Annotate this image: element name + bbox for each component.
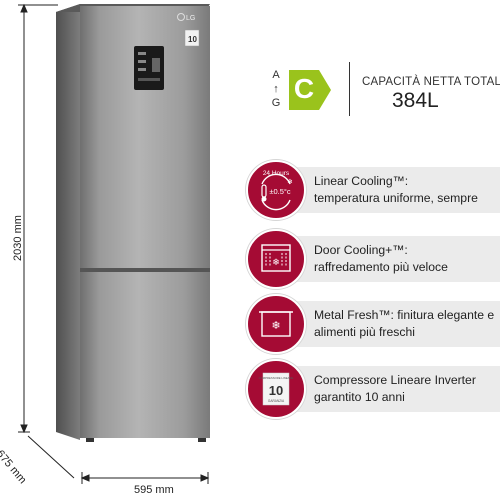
- feature-metal-fresh: ❄ Metal Fresh™: finitura elegante e alim…: [246, 294, 500, 354]
- feature-description: temperatura uniforme, sempre: [314, 191, 478, 205]
- energy-scale: A ↑ G: [271, 69, 281, 109]
- dimension-lines: [18, 3, 210, 484]
- feature-title: Door Cooling+™:: [314, 243, 408, 257]
- energy-class-arrow-icon: [289, 70, 331, 110]
- capacity-title: CAPACITÀ NETTA TOTALE: [362, 76, 500, 88]
- feature-title: Compressore Lineare Inverter: [314, 373, 476, 387]
- brand-logo-text: LG: [186, 15, 195, 22]
- width-dimension-label: 595 mm: [134, 484, 174, 496]
- lg-logo-icon: [177, 13, 185, 21]
- feature-door-cooling: ❄ Door Cooling+™: raffredamento più velo…: [246, 229, 500, 289]
- feature-description: raffredamento più veloce: [314, 260, 448, 274]
- warranty-badge-icon: [184, 29, 200, 47]
- linear-cooling-icon: 24 Hours ±0.5°c ❄: [261, 170, 293, 211]
- svg-text:❄: ❄: [272, 257, 280, 267]
- svg-text:24 Hours: 24 Hours: [263, 170, 290, 177]
- energy-label: A ↑ G C: [265, 68, 337, 112]
- svg-text:±0.5°c: ±0.5°c: [269, 187, 291, 196]
- svg-text:❄: ❄: [287, 178, 293, 186]
- feature-linear-compressor: COMPRESSORE LINEARE 10 GARANZIA Compress…: [246, 359, 500, 419]
- metal-fresh-icon: ❄: [259, 311, 293, 337]
- energy-class-letter: C: [293, 73, 315, 104]
- feature-title: Linear Cooling™:: [314, 174, 409, 188]
- divider: [349, 62, 350, 116]
- lower-door: [80, 272, 210, 438]
- fridge-side-panel: [56, 4, 80, 440]
- svg-text:COMPRESSORE LINEARE: COMPRESSORE LINEARE: [259, 376, 294, 380]
- refrigerator-image: LG 10: [18, 3, 210, 484]
- feature-title: Metal Fresh™: finitura elegante e: [314, 308, 495, 322]
- svg-text:GARANZIA: GARANZIA: [268, 399, 285, 403]
- capacity-value: 384L: [392, 89, 439, 112]
- warranty-badge-text: 10: [188, 35, 197, 44]
- svg-text:❄: ❄: [271, 320, 280, 332]
- compressor-warranty-icon: COMPRESSORE LINEARE 10 GARANZIA: [259, 372, 294, 406]
- feature-linear-cooling: 24 Hours ±0.5°c ❄ Linear Cooling™: tempe…: [246, 160, 500, 220]
- feature-description: alimenti più freschi: [314, 325, 415, 339]
- door-cooling-icon: ❄: [261, 244, 291, 272]
- svg-text:10: 10: [269, 383, 283, 398]
- feature-description: garantito 10 anni: [314, 390, 405, 404]
